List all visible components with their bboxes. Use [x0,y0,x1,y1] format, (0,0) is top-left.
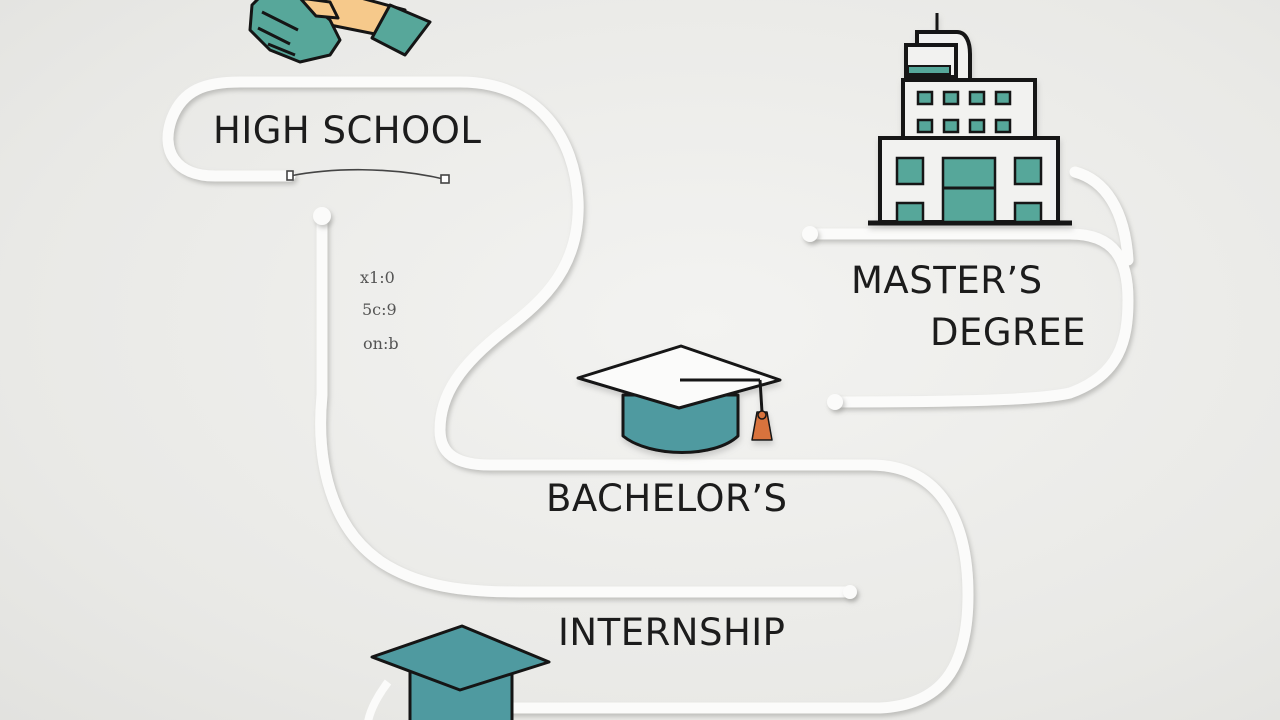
office-building-icon [868,13,1072,226]
graduation-cap-icon-lower [364,624,551,720]
path-segment-left [315,212,856,598]
stage-label-masters-line2: DEGREE [930,311,1087,354]
stage-label-internship: INTERNSHIP [558,611,786,654]
winding-path [162,76,1134,714]
scribble-note: 5c:9 [362,300,397,319]
path-segment-stub [1069,166,1134,266]
stage-label-bachelors: BACHELOR’S [546,477,788,520]
thin-connector [286,168,450,184]
path-segment-main [162,76,974,714]
handshake-icon [248,0,432,64]
path-segment-right [804,228,1134,408]
stage-label-high-school: HIGH SCHOOL [213,109,482,152]
scribble-note: on:b [363,334,399,353]
stage-label-masters-line1: MASTER’S [851,259,1043,302]
path-end-caps [313,207,857,599]
scribble-note: x1:0 [360,268,395,287]
graduation-cap-icon [576,344,782,454]
